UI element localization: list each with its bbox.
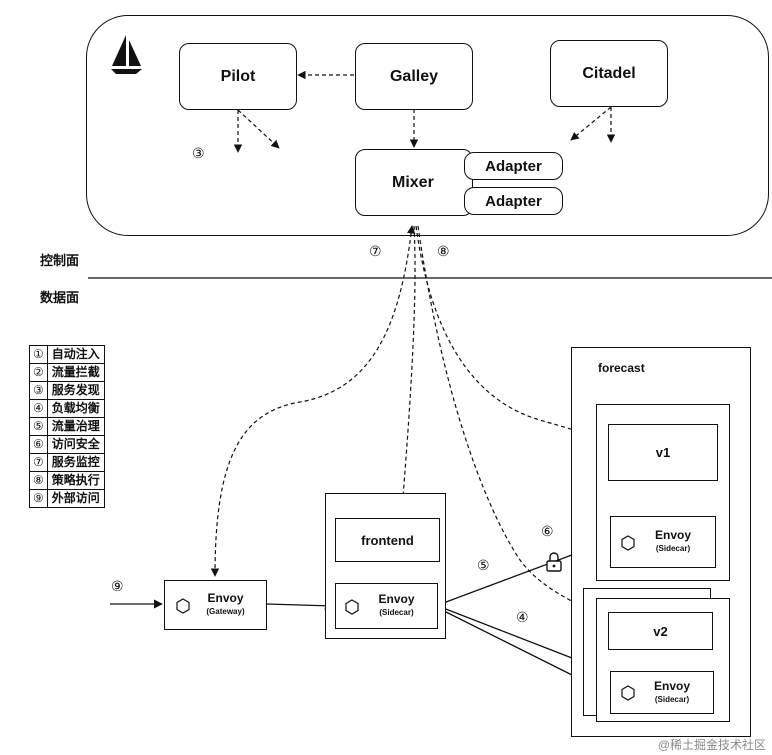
marker-6: ⑥ <box>541 523 554 539</box>
mixer-label: Mixer <box>392 173 434 191</box>
v2-envoy-title: Envoy <box>653 678 690 693</box>
data-plane-label: 数据面 <box>40 290 80 305</box>
forecast-label: forecast <box>598 361 645 375</box>
pilot-label: Pilot <box>220 67 256 85</box>
legend-number: ② <box>29 363 48 382</box>
pilot-out-arrow-2 <box>237 109 280 149</box>
marker-5: ⑤ <box>477 557 490 573</box>
marker-8: ⑧ <box>437 243 450 259</box>
control-plane-panel <box>86 15 769 236</box>
legend-text: 服务监控 <box>46 453 105 472</box>
watermark: @稀土掘金技术社区 <box>657 738 766 752</box>
v2-service-label: v2 <box>653 623 668 639</box>
adapter-label-1: Adapter <box>485 157 542 175</box>
adapter-label-2: Adapter <box>485 192 542 210</box>
marker-3: ③ <box>192 145 205 161</box>
hexagon-icon <box>621 685 635 701</box>
gateway-to-frontend-arrow <box>266 601 334 611</box>
adapter-node-1[interactable]: Adapter <box>464 152 563 180</box>
legend-text: 访问安全 <box>46 435 105 454</box>
lock-icon <box>546 552 562 572</box>
legend-number: ⑧ <box>29 471 48 490</box>
legend-number: ⑤ <box>29 417 48 436</box>
v1-envoy-title: Envoy <box>654 528 691 542</box>
legend-number: ④ <box>29 399 48 418</box>
v2-envoy-sidecar[interactable]: Envoy (Sidecar) <box>610 671 714 714</box>
legend-number: ① <box>29 345 48 364</box>
hexagon-icon <box>621 535 635 551</box>
galley-node[interactable]: Galley <box>355 43 473 110</box>
legend-text: 负载均衡 <box>46 399 105 418</box>
v2-service[interactable]: v2 <box>608 612 713 650</box>
v2-envoy-sub: (Sidecar) <box>654 694 690 704</box>
gateway-envoy-sub: (Gateway) <box>206 607 245 616</box>
adapter-node-2[interactable]: Adapter <box>464 187 563 215</box>
v1-envoy-sub: (Sidecar) <box>655 544 691 553</box>
v1-envoy-sidecar[interactable]: Envoy (Sidecar) <box>610 516 716 568</box>
marker-4: ④ <box>516 609 529 625</box>
mixer-to-frontend-curve <box>395 225 416 581</box>
legend-number: ⑥ <box>29 435 48 454</box>
hexagon-icon <box>176 598 190 614</box>
pilot-node[interactable]: Pilot <box>179 43 297 110</box>
mixer-to-v2-curve <box>417 225 666 669</box>
legend-text: 外部访问 <box>46 489 105 508</box>
citadel-node[interactable]: Citadel <box>550 40 668 107</box>
frontend-to-v2-arrow-a <box>437 605 591 667</box>
legend-text: 服务发现 <box>46 381 105 400</box>
mixer-node[interactable]: Mixer <box>355 149 473 216</box>
legend-text: 流量治理 <box>46 417 105 436</box>
marker-7: ⑦ <box>369 243 382 259</box>
v1-service[interactable]: v1 <box>608 424 718 481</box>
frontend-service-label: frontend <box>361 532 414 548</box>
frontend-service[interactable]: frontend <box>335 518 440 562</box>
frontend-envoy-sub: (Sidecar) <box>379 608 414 617</box>
hexagon-icon <box>345 599 359 615</box>
v1-service-label: v1 <box>655 445 671 460</box>
legend-text: 流量拦截 <box>46 363 105 382</box>
legend-number: ⑨ <box>29 489 48 508</box>
citadel-out-arrow-2 <box>570 106 612 141</box>
control-plane-label: 控制面 <box>40 253 80 268</box>
galley-label: Galley <box>389 67 439 85</box>
legend-number: ⑦ <box>29 453 48 472</box>
legend-text: 策略执行 <box>46 471 105 490</box>
legend-number: ③ <box>29 381 48 400</box>
citadel-label: Citadel <box>582 64 636 82</box>
marker-9: ⑨ <box>111 578 124 594</box>
frontend-envoy-title: Envoy <box>378 592 415 606</box>
legend-text: 自动注入 <box>46 345 105 364</box>
gateway-envoy-title: Envoy <box>207 591 244 605</box>
frontend-envoy-sidecar[interactable]: Envoy (Sidecar) <box>335 583 438 629</box>
gateway-envoy[interactable]: Envoy (Gateway) <box>164 580 267 630</box>
mixer-to-gateway-curve <box>210 225 416 577</box>
